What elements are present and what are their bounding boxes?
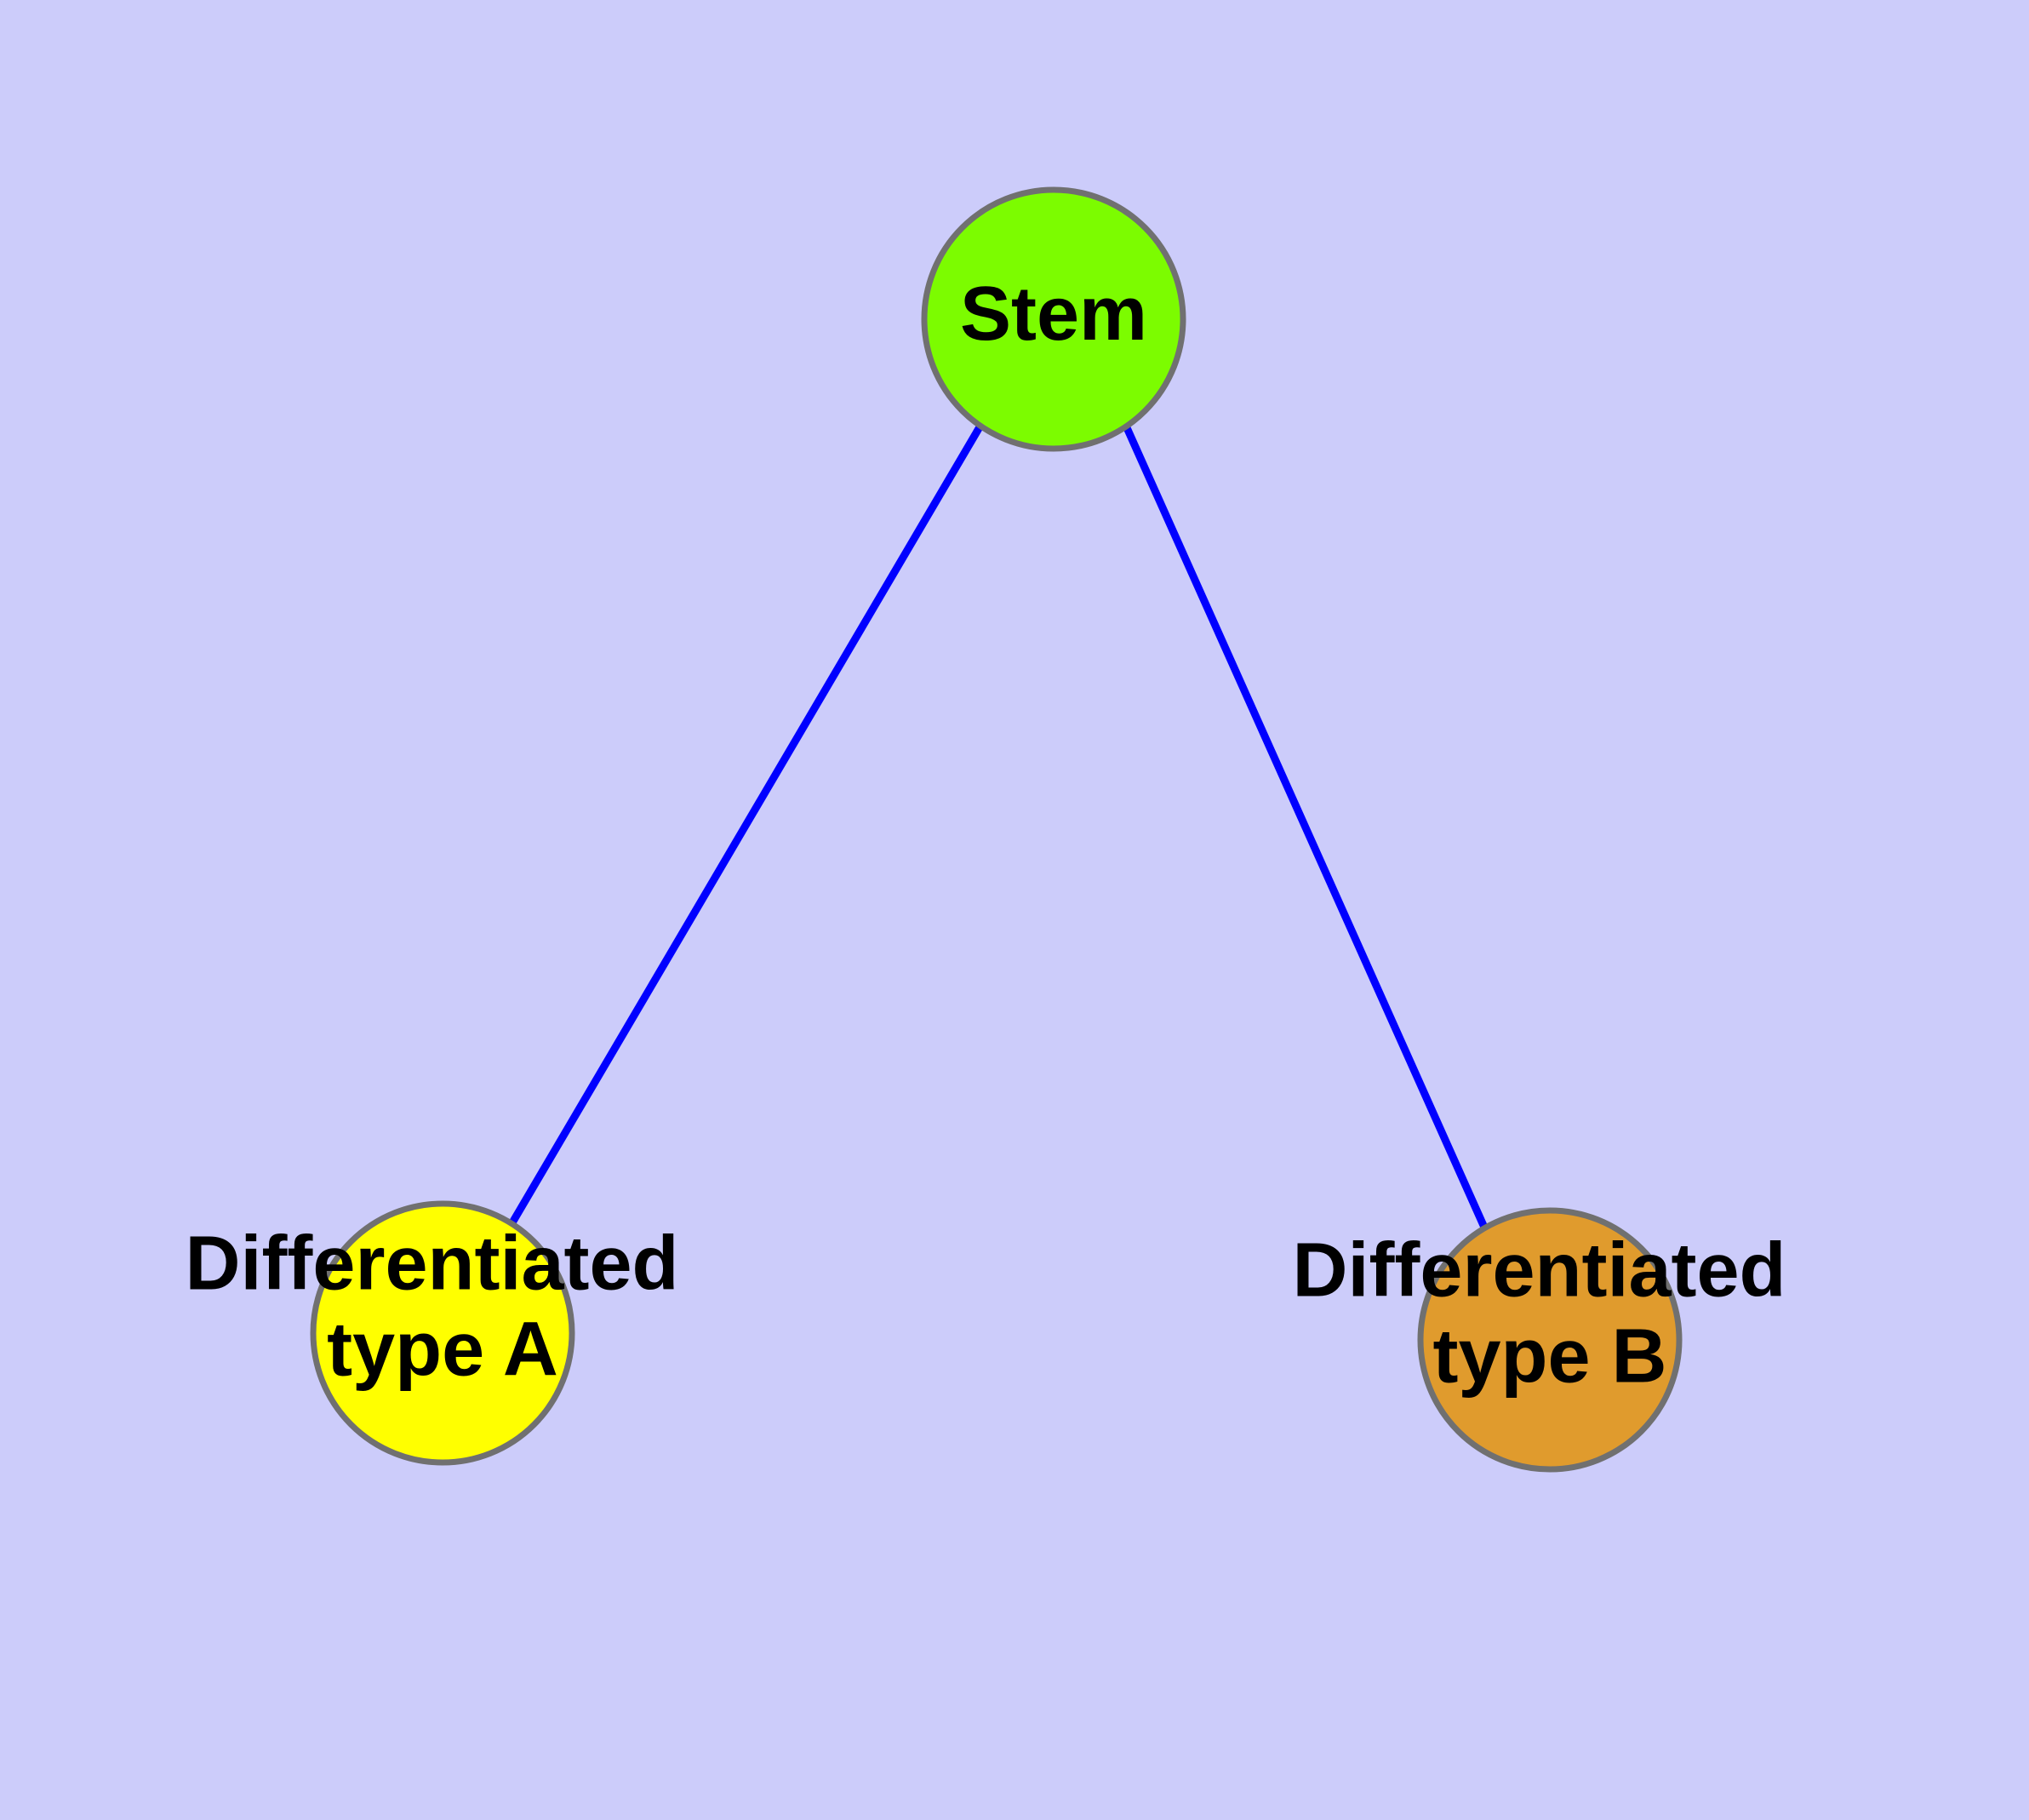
node-stem[interactable]: Stem <box>921 186 1186 452</box>
node-differentiated-type-b[interactable]: Differentiated type B <box>1292 1207 1807 1473</box>
node-differentiated-type-a-label-line-2: type A <box>327 1307 558 1392</box>
node-differentiated-type-b-label-line-2: type B <box>1432 1313 1666 1399</box>
edge-stem-to-differentiated-type-a[interactable] <box>508 423 984 1227</box>
node-differentiated-type-b-label: Differentiated type B <box>1292 1228 1807 1399</box>
node-differentiated-type-b-circle[interactable] <box>1417 1207 1683 1473</box>
node-differentiated-type-a[interactable]: Differentiated type A <box>185 1200 700 1466</box>
edge-stem-to-differentiated-type-b[interactable] <box>1121 422 1489 1231</box>
node-differentiated-type-a-label: Differentiated type A <box>185 1221 700 1392</box>
node-stem-circle[interactable] <box>921 186 1186 452</box>
edge-layer <box>508 422 1489 1231</box>
node-stem-label-line-1: Stem <box>960 272 1147 357</box>
node-differentiated-type-a-circle[interactable] <box>310 1200 575 1466</box>
node-stem-label: Stem <box>960 272 1147 357</box>
node-differentiated-type-b-label-line-1: Differentiated <box>1292 1228 1786 1313</box>
node-layer: Stem Differentiated type A Differentiate… <box>185 186 1807 1473</box>
node-differentiated-type-a-label-line-1: Differentiated <box>185 1221 678 1306</box>
